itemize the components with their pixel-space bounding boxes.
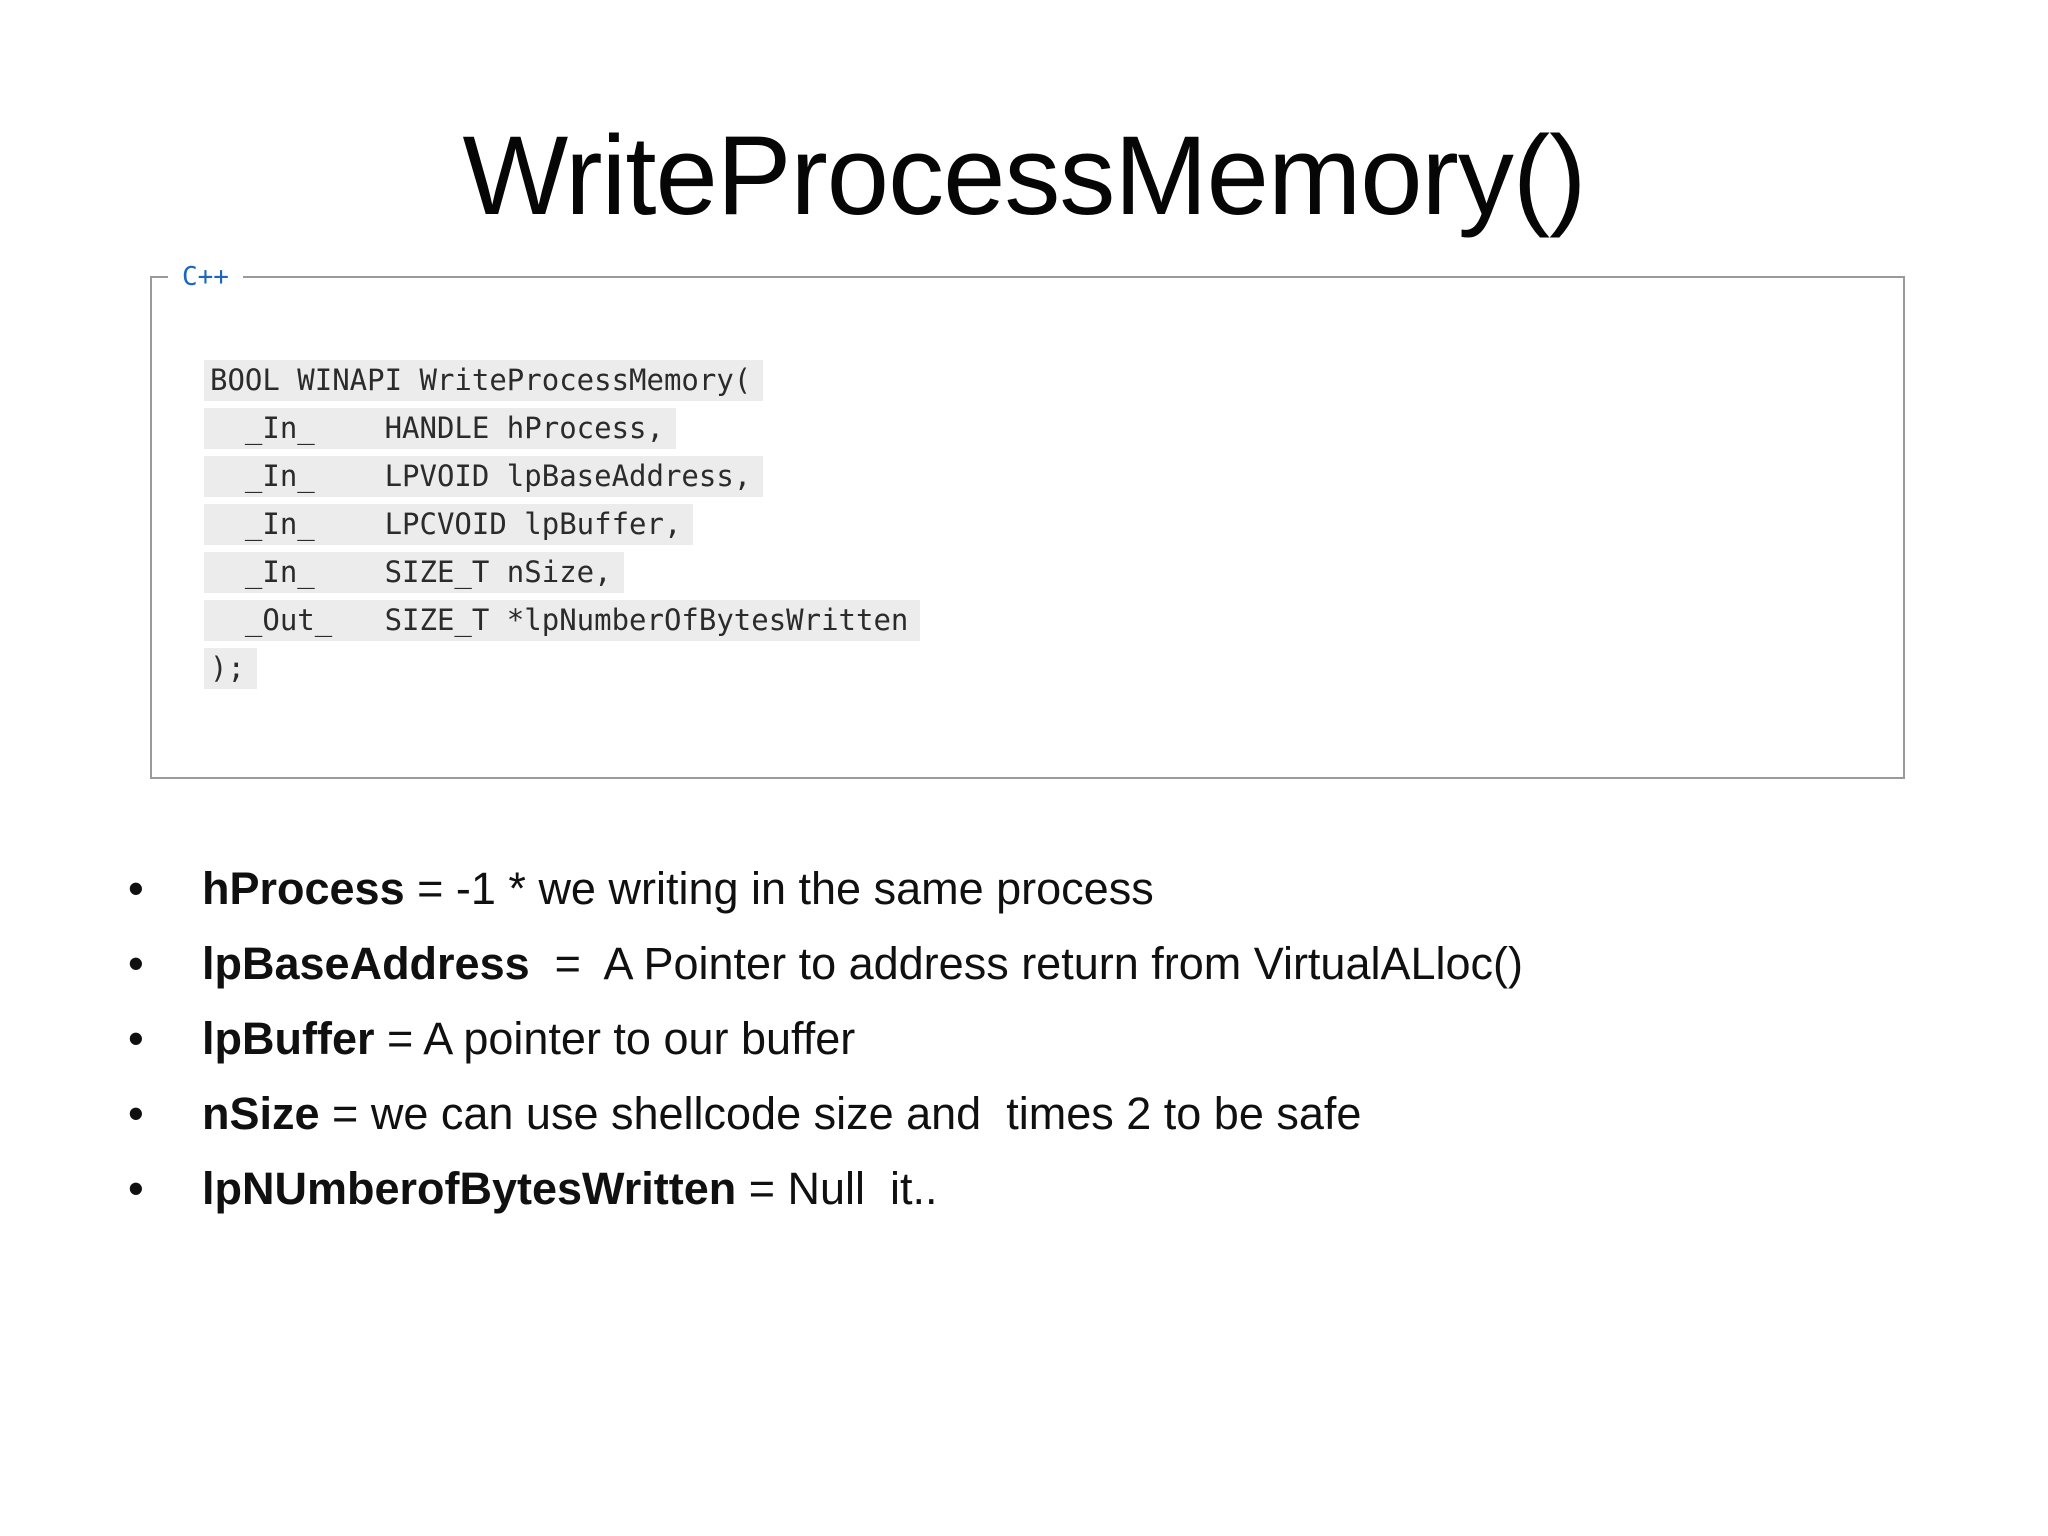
code-line: _In_ LPVOID lpBaseAddress, [204,450,920,498]
parameter-name: hProcess [202,863,405,914]
parameter-description: = -1 * we writing in the same process [404,863,1154,914]
code-snippet-box: C++ BOOL WINAPI WriteProcessMemory( _In_… [150,262,1905,779]
parameter-name: nSize [202,1088,320,1139]
code-line-text: _In_ HANDLE hProcess, [204,407,676,449]
list-item: • hProcess = -1 * we writing in the same… [128,851,1928,926]
code-line: _In_ LPCVOID lpBuffer, [204,498,920,546]
code-line-text: _Out_ SIZE_T *lpNumberOfBytesWritten [204,599,921,641]
code-line: _Out_ SIZE_T *lpNumberOfBytesWritten [204,594,921,642]
bullet-dot-icon: • [128,938,144,989]
parameter-description: = we can use shellcode size and times 2 … [319,1088,1362,1139]
parameter-name: lpBaseAddress [202,938,530,989]
code-line: _In_ SIZE_T nSize, [204,546,920,594]
code-line-text: _In_ SIZE_T nSize, [204,551,624,593]
parameter-bullet-list: • hProcess = -1 * we writing in the same… [128,851,1928,1226]
parameter-name: lpBuffer [202,1013,375,1064]
code-line-text: _In_ LPVOID lpBaseAddress, [204,455,764,497]
list-item: • lpBaseAddress = A Pointer to address r… [128,926,1928,1001]
parameter-description: = A pointer to our buffer [374,1013,856,1064]
parameter-description: = Null it.. [736,1163,938,1214]
parameter-description: = A Pointer to address return from Virtu… [529,938,1524,989]
bullet-dot-icon: • [128,1163,144,1214]
code-line: BOOL WINAPI WriteProcessMemory( [204,354,920,402]
bullet-dot-icon: • [128,1013,144,1064]
code-language-label: C++ [168,262,243,292]
bullet-dot-icon: • [128,863,144,914]
code-line: _In_ HANDLE hProcess, [204,402,920,450]
list-item: • lpNUmberofBytesWritten = Null it.. [128,1151,1928,1226]
code-line-text: ); [204,647,257,689]
bullet-dot-icon: • [128,1088,144,1139]
code-line: ); [204,642,920,690]
list-item: • nSize = we can use shellcode size and … [128,1076,1928,1151]
parameter-name: lpNUmberofBytesWritten [202,1163,737,1214]
slide-title: WriteProcessMemory() [462,113,1587,238]
code-line-text: _In_ LPCVOID lpBuffer, [204,503,694,545]
code-block: BOOL WINAPI WriteProcessMemory( _In_ HAN… [204,354,921,690]
list-item: • lpBuffer = A pointer to our buffer [128,1001,1928,1076]
code-line-text: BOOL WINAPI WriteProcessMemory( [204,359,764,401]
